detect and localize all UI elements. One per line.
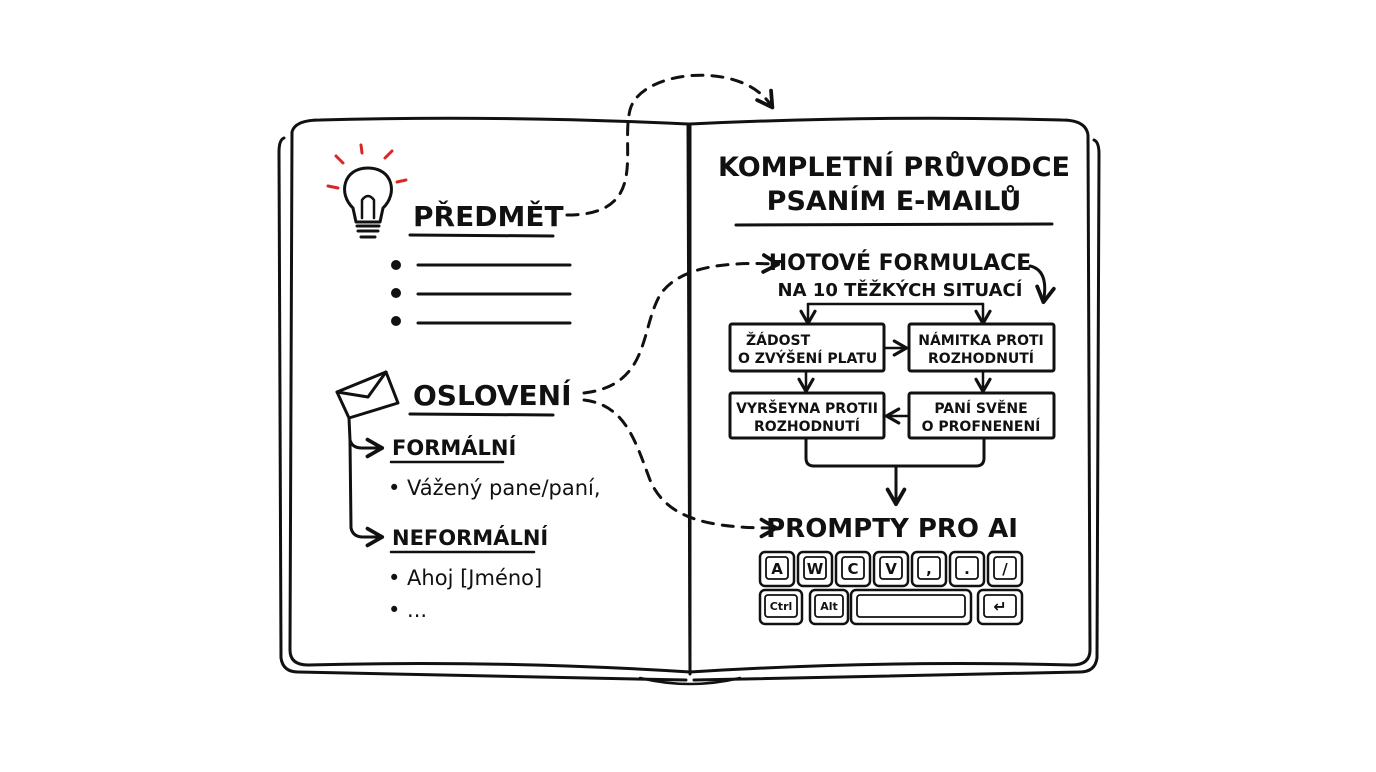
key-period: .: [948, 550, 986, 588]
svg-text:,: ,: [926, 560, 932, 578]
svg-text:ŽÁDOST: ŽÁDOST: [746, 332, 811, 349]
phrases-heading-line2: NA 10 TĚŽKÝCH SITUACÍ: [778, 279, 1023, 301]
svg-text:/: /: [1002, 560, 1008, 578]
key-comma: ,: [910, 550, 948, 588]
situation-box-1: ŽÁDOST O ZVÝŠENÍ PLATU: [728, 322, 886, 373]
title-line1: KOMPLETNÍ PRŮVODCE: [718, 150, 1070, 183]
svg-text:VYRŠEYNA PROTII: VYRŠEYNA PROTII: [736, 399, 878, 417]
svg-text:W: W: [807, 560, 824, 578]
svg-text:C: C: [847, 560, 858, 578]
title-underline: [734, 222, 1054, 227]
informal-example: • Ahoj [Jméno]: [388, 566, 542, 590]
svg-text:.: .: [964, 560, 970, 578]
svg-text:NÁMITKA PROTI: NÁMITKA PROTI: [918, 332, 1044, 349]
situation-box-4: PANÍ SVĚNE O PROFNENENÍ: [907, 391, 1056, 440]
svg-text:Alt: Alt: [820, 600, 838, 613]
svg-text:ROZHODNUTÍ: ROZHODNUTÍ: [754, 418, 860, 435]
svg-text:Ctrl: Ctrl: [770, 600, 793, 613]
envelope-icon: [335, 370, 400, 420]
situation-box-2: NÁMITKA PROTI ROZHODNUTÍ: [907, 322, 1056, 373]
key-a: A: [758, 550, 796, 588]
svg-text:PANÍ SVĚNE: PANÍ SVĚNE: [934, 400, 1027, 417]
subject-bullet-list: [391, 260, 572, 326]
svg-text:A: A: [771, 560, 783, 578]
phrases-curl-arrow: [1028, 264, 1056, 305]
informal-heading: NEFORMÁLNÍ: [392, 525, 548, 550]
phrases-heading-line1: HOTOVÉ FORMULACE: [769, 250, 1032, 276]
subject-underline: [408, 233, 555, 238]
greeting-underline: [408, 412, 555, 417]
lightbulb-icon: [326, 143, 408, 239]
key-alt: Alt: [808, 588, 850, 626]
informal-branch-arrow: [348, 438, 385, 548]
subject-to-title-connector: [565, 73, 775, 217]
right-page: [688, 116, 1092, 674]
greeting-to-phrases-connector: [582, 253, 781, 395]
informal-more: • ...: [388, 598, 427, 622]
svg-text:↵: ↵: [993, 597, 1006, 616]
greeting-to-prompts-connector: [582, 398, 779, 539]
formal-branch-arrow: [347, 416, 385, 459]
key-slash: /: [986, 550, 1024, 588]
key-ctrl: Ctrl: [758, 588, 804, 626]
key-w: W: [796, 550, 834, 588]
svg-text:V: V: [885, 560, 897, 578]
key-space: [849, 588, 973, 626]
svg-text:ROZHODNUTÍ: ROZHODNUTÍ: [928, 350, 1034, 367]
prompts-heading: PROMPTY PRO AI: [766, 514, 1018, 544]
key-v: V: [872, 550, 910, 588]
formal-heading: FORMÁLNÍ: [392, 435, 516, 460]
greeting-heading: OSLOVENÍ: [413, 378, 572, 412]
formal-example: • Vážený pane/paní,: [388, 476, 601, 500]
svg-text:O ZVÝŠENÍ PLATU: O ZVÝŠENÍ PLATU: [738, 349, 877, 367]
situation-box-3: VYRŠEYNA PROTII ROZHODNUTÍ: [728, 391, 886, 440]
keyboard-illustration: A W C V , . /: [758, 550, 1024, 626]
svg-text:O PROFNENENÍ: O PROFNENENÍ: [922, 418, 1041, 435]
key-c: C: [834, 550, 872, 588]
title-line2: PSANÍM E-MAILŮ: [767, 184, 1022, 217]
book: [277, 116, 1101, 686]
lightbulb-rays: [326, 143, 408, 190]
key-enter: ↵: [976, 588, 1024, 626]
subject-heading: PŘEDMĚT: [413, 199, 564, 233]
